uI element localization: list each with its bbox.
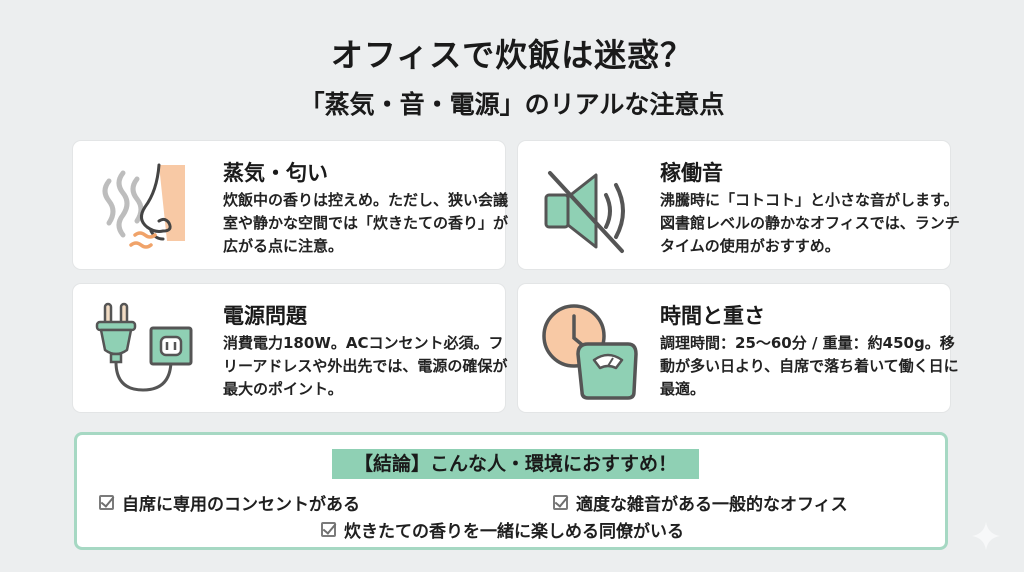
checklist-item: 適度な雑音がある一般的なオフィス	[553, 490, 848, 515]
card-text: 調理時間：25〜60分 / 重量：約450g。移動が多い日より、自席で落ち着いて…	[660, 334, 959, 398]
card-operating-sound: 稼働音 沸騰時に「コトコト」と小さな音がします。図書館レベルの静かなオフィスでは…	[518, 141, 960, 269]
checklist-item-label: 適度な雑音がある一般的なオフィス	[576, 495, 848, 515]
card-steam-smell: 蒸気・匂い 炊飯中の香りは控えめ。ただし、狭い会議室や静かな空間では「炊きたての…	[73, 141, 509, 269]
card-title: 時間と重さ	[660, 304, 765, 328]
checklist-item-label: 炊きたての香りを一緒に楽しめる同僚がいる	[344, 522, 684, 542]
card-title: 蒸気・匂い	[223, 161, 328, 185]
checklist-item: 自席に専用のコンセントがある	[99, 490, 360, 515]
checkbox-checked-icon	[321, 522, 336, 537]
page-title: オフィスで炊飯は迷惑？	[330, 36, 694, 74]
page-subtitle: 「蒸気・音・電源」のリアルな注意点	[299, 90, 725, 119]
checklist-item: 炊きたての香りを一緒に楽しめる同僚がいる	[321, 517, 684, 542]
card-power: 電源問題 消費電力180W。ACコンセント必須。フリーアドレスや外出先では、電源…	[73, 284, 508, 412]
plug-outlet-icon	[95, 302, 193, 392]
card-time-weight: 時間と重さ 調理時間：25〜60分 / 重量：約450g。移動が多い日より、自席…	[518, 284, 959, 412]
checkbox-checked-icon	[99, 495, 114, 510]
card-text: 炊飯中の香りは控えめ。ただし、狭い会議室や静かな空間では「炊きたての香り」が広が…	[223, 191, 509, 255]
conclusion-box: 【結論】こんな人・環境におすすめ！ 自席に専用のコンセントがある 適度な雑音があ…	[74, 432, 948, 550]
sparkle-icon	[972, 522, 1000, 550]
checkbox-checked-icon	[553, 495, 568, 510]
nose-steam-icon	[102, 163, 185, 249]
conclusion-badge: 【結論】こんな人・環境におすすめ！	[332, 449, 699, 479]
card-text: 沸騰時に「コトコト」と小さな音がします。図書館レベルの静かなオフィスでは、ランチ…	[660, 191, 960, 255]
clock-scale-icon	[542, 304, 638, 400]
card-title: 稼働音	[660, 161, 723, 185]
card-text: 消費電力180W。ACコンセント必須。フリーアドレスや外出先では、電源の確保が最…	[223, 334, 508, 398]
checklist-item-label: 自席に専用のコンセントがある	[122, 495, 360, 515]
card-title: 電源問題	[223, 304, 307, 328]
speaker-muted-icon	[544, 171, 625, 253]
